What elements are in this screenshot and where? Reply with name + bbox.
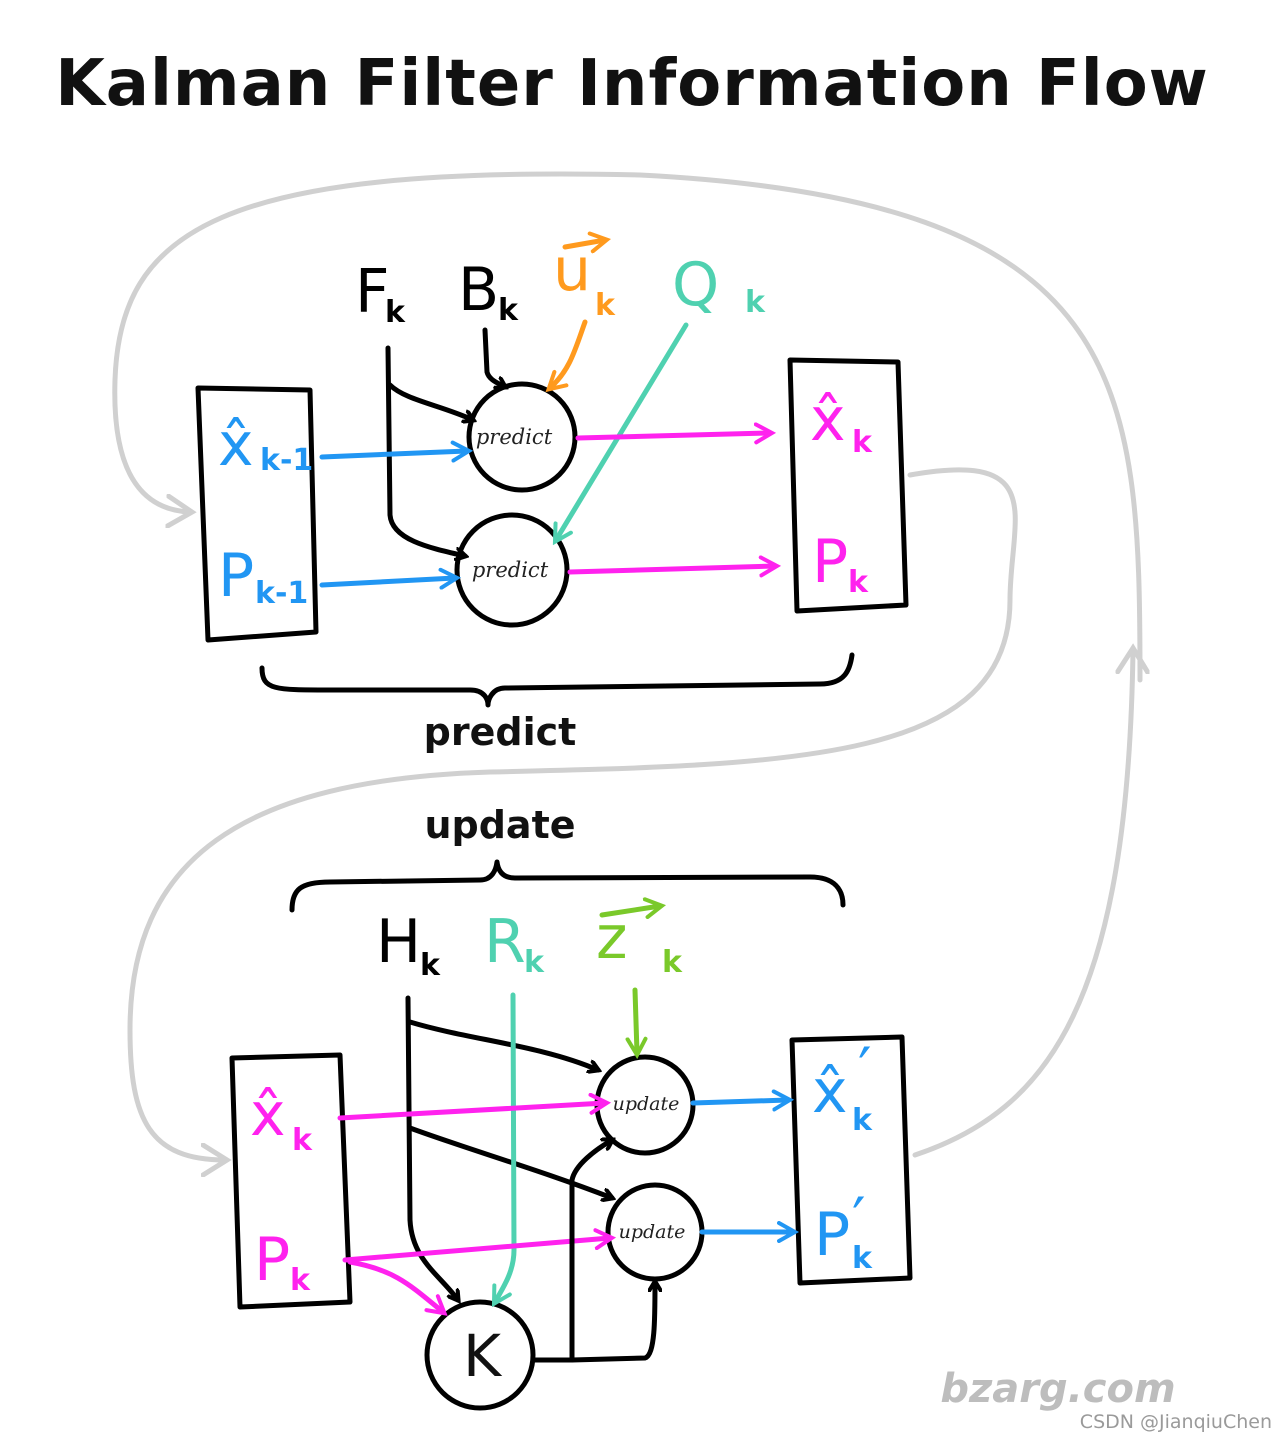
svg-text:P: P: [812, 527, 848, 597]
h-matrix-label: H k: [376, 907, 441, 983]
svg-text:x̂: x̂: [250, 1080, 286, 1150]
svg-text:k: k: [292, 1123, 313, 1158]
h-to-update-cov-arrow: [407, 1125, 612, 1198]
p-prev-to-predict-arrow: [319, 578, 455, 585]
q-to-predict-arrow: [556, 322, 689, 540]
predict-brace-label: predict: [424, 710, 577, 754]
svg-text:P: P: [814, 1200, 850, 1270]
update-brace: [289, 859, 846, 913]
f-to-predict-arrows: [385, 345, 465, 556]
u-to-predict-arrow: [550, 319, 588, 388]
svg-text:B: B: [458, 255, 499, 325]
svg-text:k: k: [745, 285, 766, 320]
gain-to-update-state-arrow: [532, 1140, 612, 1363]
svg-text:F: F: [355, 257, 390, 327]
predict-brace: [259, 652, 855, 708]
update-covariance-node-label: update: [619, 1221, 686, 1243]
h-to-update-state-arrow: [407, 1019, 598, 1070]
svg-text:k: k: [498, 293, 519, 328]
r-to-gain-arrow: [495, 992, 517, 1302]
svg-text:′: ′: [858, 1035, 872, 1105]
svg-text:k-1: k-1: [255, 576, 308, 611]
predict-to-p-arrow: [567, 566, 775, 572]
svg-text:x̂: x̂: [812, 1057, 848, 1127]
p-to-update-arrow: [342, 1238, 610, 1263]
f-matrix-label: F k: [355, 257, 406, 330]
predict-state-node: [466, 381, 578, 493]
svg-text:k-1: k-1: [260, 443, 313, 478]
diagram-title: Kalman Filter Information Flow: [55, 47, 1209, 121]
loop-middle-arrow: [127, 467, 1018, 1160]
svg-text:′: ′: [852, 1185, 866, 1255]
svg-text:k: k: [662, 945, 683, 980]
r-matrix-label: R k: [484, 907, 545, 980]
svg-text:k: k: [852, 1103, 873, 1138]
x-to-update-arrow: [337, 1103, 605, 1121]
svg-text:x̂: x̂: [810, 385, 846, 455]
q-matrix-label: Q k: [672, 250, 766, 320]
z-to-update-arrow: [635, 987, 637, 1053]
svg-text:k: k: [852, 1241, 873, 1276]
update-brace-label: update: [424, 803, 575, 847]
svg-text:P: P: [254, 1225, 290, 1295]
f-to-predict-state-arrow: [387, 382, 473, 420]
kalman-gain-label: K: [463, 1322, 503, 1390]
b-to-predict-arrow: [482, 327, 505, 387]
svg-text:k: k: [290, 1263, 311, 1298]
h-vertical-line: [405, 995, 458, 1300]
svg-text:k: k: [852, 425, 873, 460]
svg-text:k: k: [524, 945, 545, 980]
x-pred-output-label: x̂ k: [810, 385, 873, 460]
update-input-box: [229, 1052, 353, 1310]
x-update-input-label: x̂ k: [250, 1080, 313, 1158]
update-state-node-label: update: [613, 1093, 680, 1115]
update-to-x-arrow: [690, 1100, 788, 1103]
svg-text:k: k: [595, 288, 616, 323]
p-update-input-label: P k: [254, 1225, 311, 1298]
predict-input-box: [195, 385, 319, 643]
x-updated-output-label: x̂ k ′: [812, 1035, 873, 1138]
svg-text:x̂: x̂: [218, 410, 254, 480]
csdn-credit: CSDN @JianqiuChen: [1080, 1411, 1272, 1433]
predict-covariance-node-label: predict: [472, 558, 549, 582]
gain-to-update-cov-arrow: [569, 1282, 655, 1363]
z-vector-label: z k: [596, 903, 683, 980]
loop-right-arrow: [912, 650, 1133, 1158]
p-pred-output-label: P k: [812, 527, 869, 600]
svg-text:k: k: [848, 565, 869, 600]
p-updated-output-label: P k ′: [814, 1185, 873, 1276]
predict-to-x-arrow: [575, 433, 770, 438]
svg-text:H: H: [376, 907, 421, 977]
svg-text:R: R: [484, 907, 526, 977]
update-output-box: [789, 1034, 913, 1286]
svg-text:k: k: [420, 948, 441, 983]
u-vector-label: u k: [553, 235, 616, 323]
x-prev-label: x̂ k-1: [218, 410, 313, 480]
predict-output-box: [787, 357, 909, 614]
bzarg-watermark: bzarg.com: [940, 1366, 1175, 1412]
p-to-gain-arrow: [347, 1259, 443, 1312]
x-prev-to-predict-arrow: [319, 451, 467, 457]
svg-text:Q: Q: [672, 250, 719, 320]
loop-top-arrow: [112, 171, 1143, 683]
p-prev-label: P k-1: [218, 541, 308, 611]
kalman-gain-node: [424, 1299, 536, 1411]
svg-text:k: k: [385, 295, 406, 330]
predict-state-node-label: predict: [476, 425, 553, 449]
svg-text:P: P: [218, 541, 254, 611]
b-matrix-label: B k: [458, 255, 519, 328]
